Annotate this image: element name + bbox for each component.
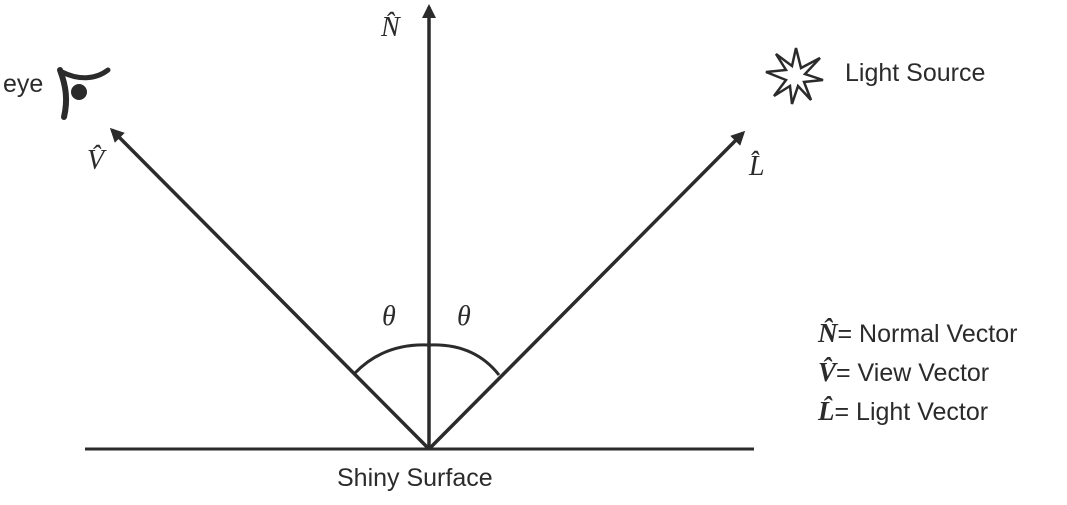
eye-label: eye [3,70,44,98]
starburst-icon [765,47,824,105]
light-vector-arrow [427,130,746,451]
view-vector-label: V̂ [87,145,105,176]
legend-item-light: L̂ = Light Vector [818,396,1017,435]
surface-label: Shiny Surface [337,464,493,492]
angle-arc-left [353,343,430,375]
theta-right-label: θ [457,301,471,332]
eye-icon [57,67,111,120]
legend: N̂ = Normal Vector V̂ = View Vector L̂ =… [818,318,1017,435]
theta-left-label: θ [382,301,396,332]
legend-item-normal: N̂ = Normal Vector [818,318,1017,357]
normal-vector-label: N̂ [381,12,400,43]
legend-text: = Light Vector [834,398,989,426]
legend-item-view: V̂ = View Vector [818,357,1017,396]
legend-text: = View Vector [836,359,990,387]
light-vector-label: L̂ [749,151,765,182]
legend-text: = Normal Vector [837,320,1018,348]
view-vector-arrow [109,127,431,451]
legend-symbol: L̂ [818,396,835,426]
legend-symbol: N̂ [818,318,838,348]
legend-symbol: V̂ [818,357,837,387]
light-source-label: Light Source [845,59,986,87]
angle-arc-right [428,343,501,376]
